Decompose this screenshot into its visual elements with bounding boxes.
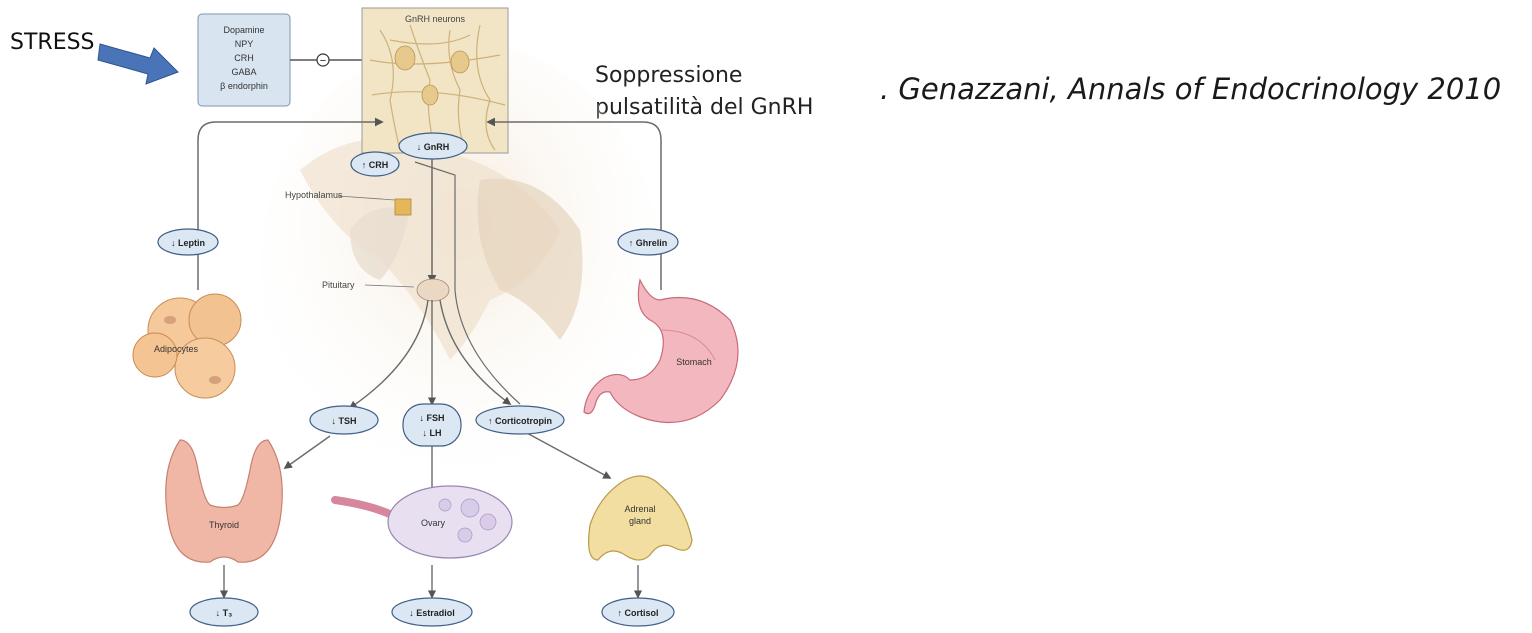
pill-tsh-text: ↓ TSH <box>331 416 356 426</box>
tsh-to-thyroid-arrow <box>285 436 330 468</box>
adipocytes-illustration: Adipocytes <box>133 294 241 398</box>
gnrh-neurons-panel: GnRH neurons <box>362 8 508 153</box>
pill-cortisol-text: ↑ Cortisol <box>617 608 658 618</box>
pill-gnrh: ↓ GnRH <box>399 133 467 159</box>
nt-npy: NPY <box>235 39 254 49</box>
pill-t3: ↓ T₃ <box>190 598 258 626</box>
pill-fsh-text: ↓ FSH <box>419 413 444 423</box>
pill-corticotropin: ↑ Corticotropin <box>476 406 564 434</box>
nt-gaba: GABA <box>231 67 256 77</box>
pill-crh: ↑ CRH <box>351 152 399 176</box>
neurotransmitter-box: Dopamine NPY CRH GABA β endorphin <box>198 14 290 106</box>
hypothalamus-label: Hypothalamus <box>285 190 343 200</box>
pill-cortisol: ↑ Cortisol <box>602 598 674 626</box>
pill-leptin-text: ↓ Leptin <box>171 238 205 248</box>
ovary-label: Ovary <box>421 518 446 528</box>
adrenal-illustration: Adrenal gland <box>589 476 692 560</box>
nt-dopamine: Dopamine <box>223 25 264 35</box>
stress-arrow <box>98 44 178 84</box>
pill-ghrelin-text: ↑ Ghrelin <box>629 238 668 248</box>
stomach-label: Stomach <box>676 357 712 367</box>
pill-leptin: ↓ Leptin <box>158 229 218 255</box>
thyroid-illustration: Thyroid <box>166 440 283 562</box>
pill-corticotropin-text: ↑ Corticotropin <box>488 416 552 426</box>
pill-crh-text: ↑ CRH <box>362 160 389 170</box>
pill-t3-text: ↓ T₃ <box>216 608 233 618</box>
pituitary-label: Pituitary <box>322 280 355 290</box>
pill-fsh-lh: ↓ FSH ↓ LH <box>403 404 461 446</box>
ovary-illustration: Ovary <box>335 486 512 558</box>
nt-crh: CRH <box>234 53 254 63</box>
pill-lh-text: ↓ LH <box>423 428 442 438</box>
pill-estradiol: ↓ Estradiol <box>392 598 472 626</box>
pituitary-shape <box>417 279 449 301</box>
gnrh-neurons-label: GnRH neurons <box>405 14 466 24</box>
pill-gnrh-text: ↓ GnRH <box>417 142 450 152</box>
inhibition-symbol: − <box>320 55 326 67</box>
citation: . Genazzani, Annals of Endocrinology 201… <box>880 72 1501 106</box>
adrenal-label-2: gland <box>629 516 651 526</box>
hypothalamus-marker <box>395 199 411 215</box>
pill-estradiol-text: ↓ Estradiol <box>409 608 455 618</box>
nt-beta-endorphin: β endorphin <box>220 81 268 91</box>
hpa-diagram: Dopamine NPY CRH GABA β endorphin − GnRH… <box>0 0 880 633</box>
adrenal-label-1: Adrenal <box>624 504 655 514</box>
thyroid-label: Thyroid <box>209 520 239 530</box>
pill-ghrelin: ↑ Ghrelin <box>618 229 678 255</box>
pill-tsh: ↓ TSH <box>310 406 378 434</box>
adipocytes-label: Adipocytes <box>154 344 199 354</box>
